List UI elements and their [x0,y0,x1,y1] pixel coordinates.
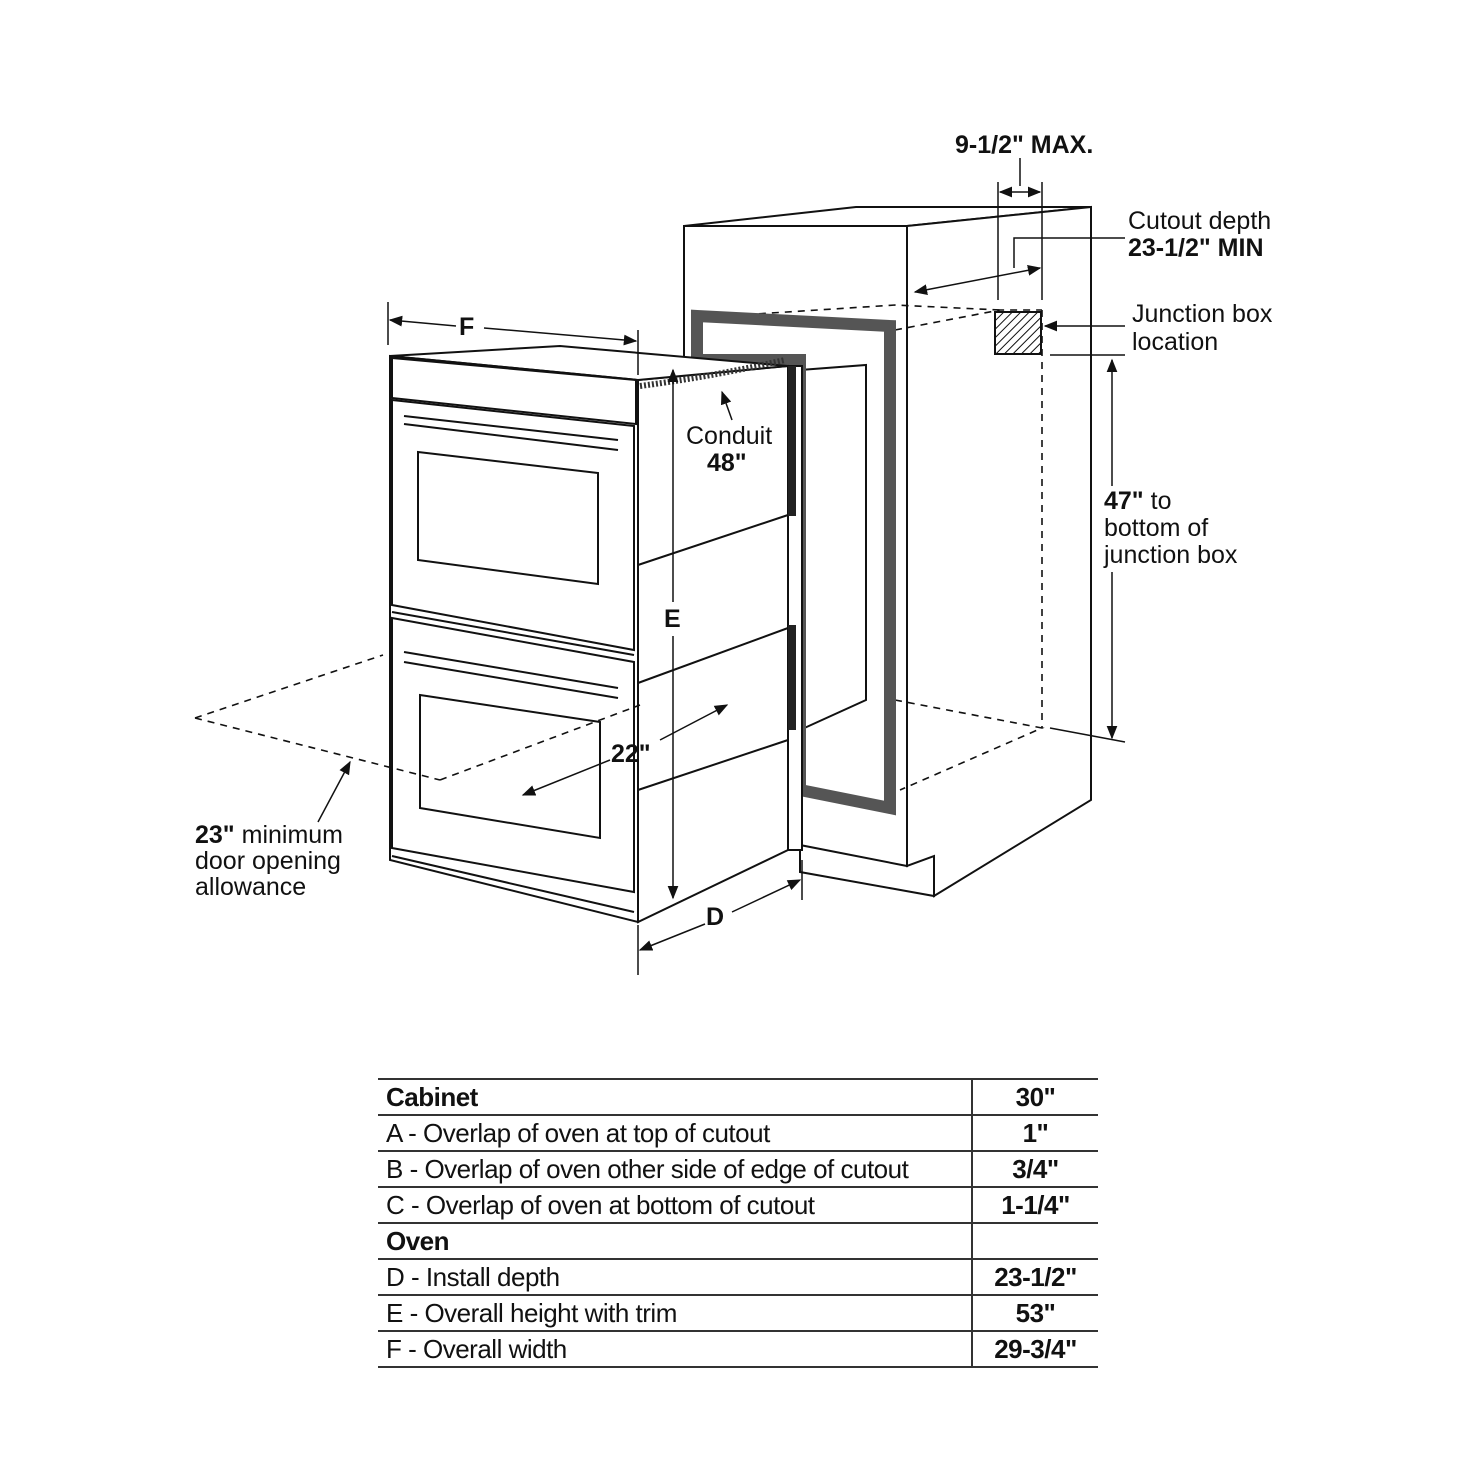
dim-d-label: D [706,903,724,931]
row-value: 29-3/4" [971,1330,1098,1368]
junction-box-label-2: location [1132,328,1218,356]
dim-e-label: E [664,605,681,633]
row-label: B - Overlap of oven other side of edge o… [378,1150,972,1188]
junction-box [994,311,1042,355]
door-allowance-label: 23" minimum [195,821,343,849]
row-label: Cabinet [378,1078,972,1116]
cutout-depth-label: Cutout depth [1128,207,1271,235]
row-value: 53" [971,1294,1098,1332]
max-width-label: 9-1/2" MAX. [955,131,1093,159]
table-section-row: Oven [378,1222,1098,1260]
table-row: B - Overlap of oven other side of edge o… [378,1150,1098,1188]
cutout-depth-value: 23-1/2" MIN [1128,234,1264,262]
dim-f-label: F [459,313,474,341]
row-label: A - Overlap of oven at top of cutout [378,1114,972,1152]
door-opening-area [194,654,641,781]
row-label: C - Overlap of oven at bottom of cutout [378,1186,972,1224]
door-allowance-label-2: door opening [195,847,341,875]
row-label: D - Install depth [378,1258,972,1296]
conduit-length: 48" [707,449,747,477]
door-allowance-label-3: allowance [195,873,306,901]
junction-height-label-2: bottom of [1104,514,1208,542]
row-value: 3/4" [971,1150,1098,1188]
oven [389,344,803,924]
junction-height-label: 47" to [1104,487,1171,515]
row-value: 23-1/2" [971,1258,1098,1296]
row-label: E - Overall height with trim [378,1294,972,1332]
row-value [971,1222,1098,1260]
dimension-lines [317,158,1126,975]
door-depth-label: 22" [611,740,651,768]
conduit-label: Conduit [686,422,772,450]
row-value: 1-1/4" [971,1186,1098,1224]
row-label: F - Overall width [378,1330,972,1368]
junction-box-label: Junction box [1132,300,1273,328]
conduit [639,357,786,389]
installation-diagram: 9-1/2" MAX. Cutout depth 23-1/2" MIN Jun… [194,131,1273,975]
row-value: 30" [971,1078,1098,1116]
row-value: 1" [971,1114,1098,1152]
row-label: Oven [378,1222,972,1260]
junction-height-label-3: junction box [1103,541,1238,569]
